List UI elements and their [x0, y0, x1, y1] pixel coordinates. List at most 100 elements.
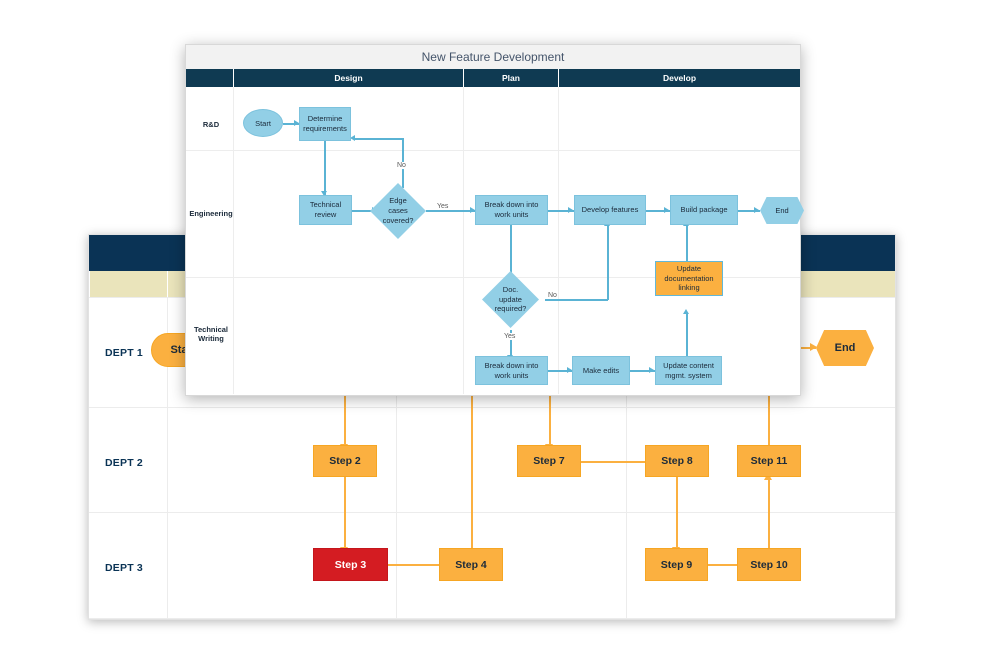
- swimlane-node-step-11[interactable]: Step 11: [737, 445, 801, 477]
- subheader-cell-1: [167, 271, 896, 297]
- swimlane-gridline-v-2: [626, 297, 627, 619]
- connector-arrow-build-end: [754, 207, 759, 213]
- connector-build-to-end: [738, 210, 760, 212]
- connector-docno-vertical: [607, 225, 609, 300]
- column-header-blank: [186, 69, 233, 87]
- subheader-cell-0: [89, 271, 168, 297]
- connector-into-end: [789, 347, 816, 349]
- flow-node-technical-review-label: Technical review: [309, 200, 342, 219]
- swimlane-node-step-2[interactable]: Step 2: [313, 445, 377, 477]
- connector-break1-to-develop: [548, 210, 574, 212]
- connector-techreview-to-edge: [352, 210, 377, 212]
- edge-label-yes-docupdate: Yes: [503, 333, 517, 340]
- connector-into-step4-top: [471, 297, 473, 550]
- flow-node-update-documentation-linking[interactable]: Update documentation linking: [655, 261, 723, 296]
- swimlane-node-step-10[interactable]: Step 10: [737, 548, 801, 581]
- connector-start-to-step2: [344, 367, 346, 451]
- connector-edits-to-cms: [630, 370, 655, 372]
- connector-step2-to-step3: [344, 477, 346, 554]
- new-feature-development-panel[interactable]: New Feature Development Design Plan Deve…: [185, 44, 804, 396]
- swimlane-node-step-10-label: Step 10: [750, 558, 788, 571]
- panel-column-header-bar: Design Plan Develop: [186, 69, 800, 87]
- flow-node-edge-cases-covered[interactable]: Edge cases covered?: [370, 183, 426, 239]
- connector-step8-to-step9: [676, 477, 678, 554]
- flow-node-technical-review[interactable]: Technical review: [299, 195, 352, 225]
- connector-arrow-into-end: [810, 343, 817, 351]
- connector-break1-to-docreq: [510, 225, 512, 309]
- flow-node-develop-features-label: Develop features: [581, 205, 639, 215]
- connector-arrow-edge-yes: [470, 207, 475, 213]
- swimlane-node-step-9[interactable]: Step 9: [645, 548, 708, 581]
- swimlane-gridline-h-1: [89, 407, 895, 408]
- edge-label-no-edgecases: No: [396, 162, 407, 169]
- connector-determine-to-techreview: [324, 141, 326, 195]
- connector-arrow-break1-develop: [568, 207, 573, 213]
- flow-node-update-documentation-linking-label: Update documentation linking: [664, 263, 714, 293]
- flow-node-end[interactable]: End: [760, 197, 804, 224]
- flow-node-edge-cases-covered-label: Edge cases covered?: [382, 196, 414, 225]
- connector-step7-to-step8: [581, 461, 661, 463]
- panel-gridline-v-1: [463, 87, 464, 394]
- swimlane-gridline-v-1: [396, 297, 397, 619]
- flow-node-doc-update-required-label: Doc. update required?: [494, 284, 527, 314]
- connector-arrow-cms-updoc: [683, 309, 689, 314]
- flow-node-make-edits-label: Make edits: [582, 365, 620, 375]
- swimlane-node-step-8-label: Step 8: [661, 455, 693, 467]
- swimlane-node-step-3[interactable]: Step 3: [313, 548, 388, 581]
- row-label-technical-writing: Technical Writing: [193, 325, 229, 344]
- flow-node-doc-update-required[interactable]: Doc. update required?: [482, 271, 539, 328]
- connector-cms-to-updoc: [686, 313, 688, 359]
- flow-node-start[interactable]: Start: [243, 109, 283, 137]
- flow-node-start-label: Start: [255, 118, 271, 128]
- panel-title: New Feature Development: [186, 45, 800, 70]
- swimlane-node-step-7[interactable]: Step 7: [517, 445, 581, 477]
- flow-node-break-down-work-units-eng-label: Break down into work units: [484, 200, 539, 219]
- connector-arrow-start-determine: [294, 120, 299, 126]
- flow-node-update-content-mgmt-system[interactable]: Update content mgmt. system: [655, 356, 722, 385]
- edge-label-no-docupdate: No: [547, 292, 558, 299]
- flow-node-determine-requirements[interactable]: Determine requirements: [299, 107, 351, 141]
- flow-node-make-edits[interactable]: Make edits: [572, 356, 630, 385]
- edge-label-yes-edgecases: Yes: [436, 203, 450, 210]
- connector-break2-to-edits: [548, 370, 572, 372]
- connector-start-to-determine: [283, 123, 299, 125]
- swimlane-node-step-3-label: Step 3: [334, 558, 367, 571]
- connector-step9-to-step10: [708, 564, 761, 566]
- flow-node-update-content-mgmt-system-label: Update content mgmt. system: [663, 360, 714, 380]
- panel-gridline-h-1: [186, 277, 800, 278]
- swimlane-gridline-v-0: [167, 297, 168, 619]
- connector-edge-yes-to-break1: [426, 210, 475, 212]
- swimlane-node-end-label: End: [834, 342, 856, 354]
- flow-node-develop-features[interactable]: Develop features: [574, 195, 646, 225]
- connector-arrow-edits-cms: [649, 367, 654, 373]
- lane-label-dept-1: DEPT 1: [105, 347, 143, 359]
- swimlane-node-step-2-label: Step 2: [329, 455, 361, 467]
- panel-gridline-v-0: [233, 87, 234, 394]
- swimlane-node-step-4[interactable]: Step 4: [439, 548, 503, 581]
- panel-gridline-h-0: [186, 150, 800, 151]
- connector-updoc-to-build: [686, 225, 688, 261]
- connector-develop-to-build: [646, 210, 670, 212]
- connector-arrow-edge-no-back: [350, 135, 355, 141]
- connector-edge-no-horizontal: [354, 138, 403, 140]
- connector-arrow-determine-techreview: [321, 191, 327, 196]
- swimlane-gridline-h-2: [89, 512, 895, 513]
- flow-node-break-down-work-units-tw[interactable]: Break down into work units: [475, 356, 548, 385]
- swimlane-node-step-9-label: Step 9: [660, 558, 693, 571]
- panel-gridline-v-2: [558, 87, 559, 394]
- row-label-rnd: R&D: [202, 120, 220, 129]
- column-header-develop: Develop: [558, 69, 800, 87]
- flow-node-determine-requirements-label: Determine requirements: [303, 114, 347, 133]
- swimlane-node-step-7-label: Step 7: [533, 455, 565, 467]
- connector-step3-to-step4: [388, 564, 465, 566]
- swimlane-node-end[interactable]: End: [816, 330, 874, 366]
- swimlane-node-step-8[interactable]: Step 8: [645, 445, 709, 477]
- connector-arrow-break2-edits: [567, 367, 572, 373]
- flow-node-build-package-label: Build package: [680, 205, 728, 215]
- flow-node-build-package[interactable]: Build package: [670, 195, 738, 225]
- swimlane-node-step-11-label: Step 11: [750, 455, 788, 467]
- row-label-engineering: Engineering: [189, 209, 233, 218]
- swimlane-node-step-4-label: Step 4: [455, 558, 487, 571]
- flow-node-break-down-work-units-eng[interactable]: Break down into work units: [475, 195, 548, 225]
